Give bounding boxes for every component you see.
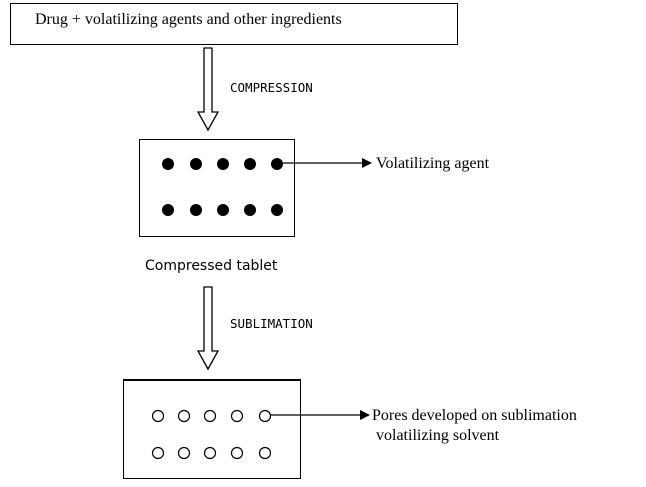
dot	[162, 158, 174, 170]
pore	[177, 446, 191, 460]
pore	[230, 409, 244, 423]
dot	[271, 204, 283, 216]
dot	[162, 204, 174, 216]
dot	[217, 204, 229, 216]
dot	[190, 204, 202, 216]
volatilizing-agent-pointer	[282, 158, 372, 168]
start-box-label: Drug + volatilizing agents and other ing…	[35, 11, 342, 28]
start-box: Drug + volatilizing agents and other ing…	[10, 3, 458, 45]
compressed-tablet-caption: Compressed tablet	[145, 258, 278, 274]
pore	[203, 409, 217, 423]
pore	[258, 409, 272, 423]
compressed-tablet-box	[139, 139, 295, 237]
dot	[217, 158, 229, 170]
pores-label-line2: volatilizing solvent	[376, 427, 500, 444]
dot	[244, 158, 256, 170]
porous-tablet-box	[123, 379, 301, 479]
pore	[151, 409, 165, 423]
dot	[190, 158, 202, 170]
pores-pointer	[270, 410, 370, 420]
pore	[151, 446, 165, 460]
pores	[151, 409, 272, 460]
pore	[177, 409, 191, 423]
compression-label: COMPRESSION	[230, 80, 313, 95]
pore	[230, 446, 244, 460]
sublimation-label: SUBLIMATION	[230, 316, 313, 331]
compression-arrow	[196, 47, 220, 132]
sublimation-arrow	[196, 286, 220, 371]
pore	[203, 446, 217, 460]
dot	[244, 204, 256, 216]
dot	[271, 158, 283, 170]
volatilizing-agent-label: Volatilizing agent	[376, 155, 490, 172]
volatilizing-agent-dots	[162, 158, 283, 216]
pores-label-line1: Pores developed on sublimation	[372, 407, 577, 424]
pore	[258, 446, 272, 460]
